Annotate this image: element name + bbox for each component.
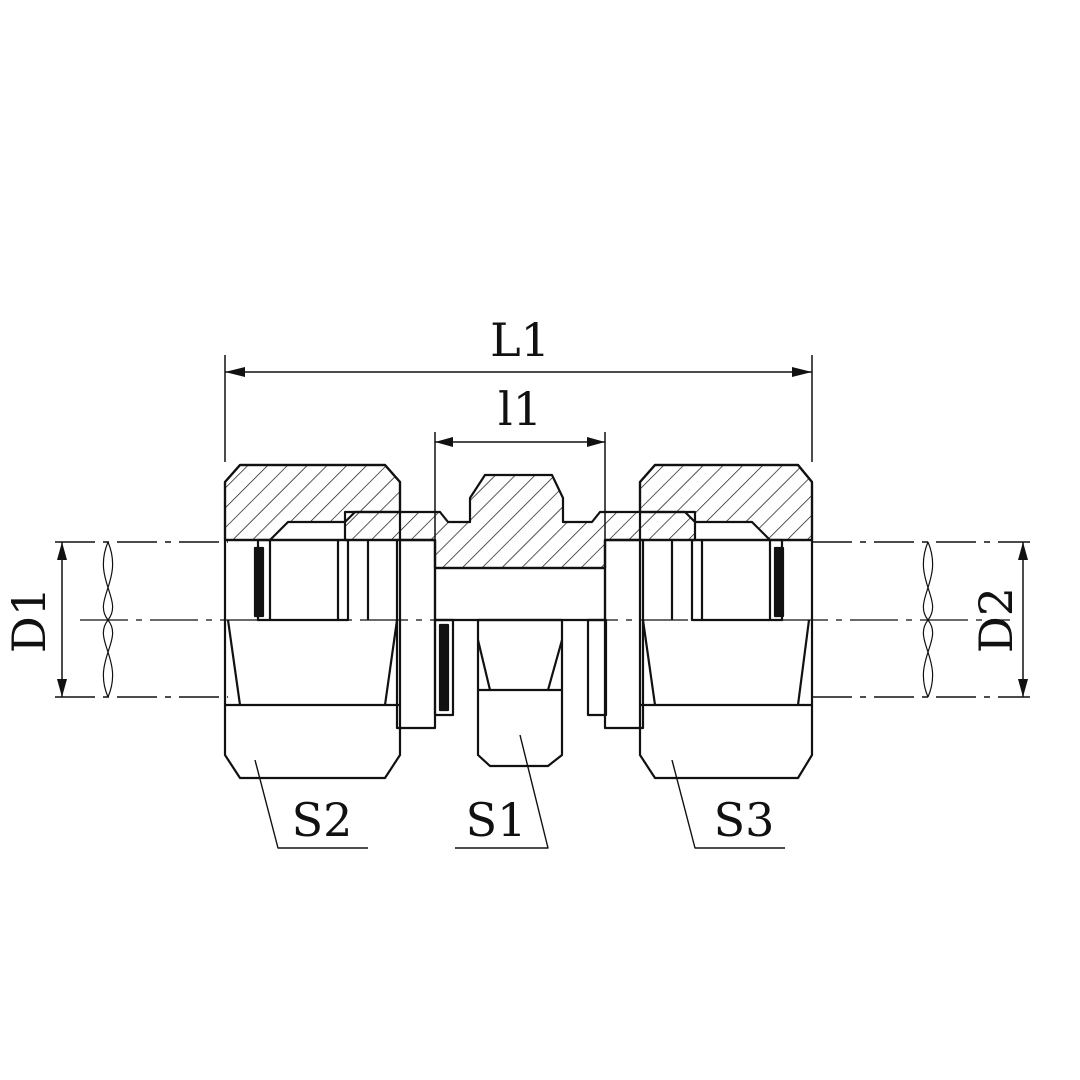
arrow-inner-left-icon (435, 437, 453, 447)
arrow-right-icon (792, 367, 812, 377)
label-d2: D2 (969, 587, 1023, 653)
body-collar-left (433, 618, 455, 717)
label-s1: S1 (466, 793, 527, 847)
arrow-left-icon (225, 367, 245, 377)
arrow-d2-top-icon (1018, 542, 1028, 560)
right-nut (605, 463, 814, 780)
left-ring-band (253, 546, 265, 618)
leader-s2 (254, 759, 368, 849)
body-hex-chamfer-left (476, 639, 492, 691)
arrow-d1-top-icon (57, 542, 67, 560)
arrow-inner-right-icon (587, 437, 605, 447)
label-l1: L1 (490, 313, 550, 367)
left-ring (256, 538, 350, 622)
left-nut (223, 463, 435, 780)
leader-s1 (455, 734, 549, 849)
body-hex (476, 618, 564, 768)
arrow-d1-bottom-icon (57, 679, 67, 697)
arrow-d2-bottom-icon (1018, 679, 1028, 697)
left-nut-outline (223, 463, 402, 780)
right-ring-band (773, 546, 785, 618)
dimension-l1 (224, 355, 813, 462)
label-d1: D1 (2, 587, 56, 653)
left-nut-chamfer-right (383, 619, 399, 706)
body-thread-left (395, 538, 437, 730)
left-nut-chamfer-left (226, 619, 242, 706)
label-s3: S3 (714, 793, 775, 847)
label-s2: S2 (292, 793, 353, 847)
right-nut-chamfer-left (641, 619, 657, 706)
right-nut-chamfer-right (796, 619, 811, 706)
right-ring (690, 538, 784, 622)
leader-lines (254, 734, 785, 849)
body-collar-right (586, 618, 608, 717)
right-nut-outline (638, 463, 814, 780)
body-collar-left-inner (438, 623, 450, 712)
body-thread-right (603, 538, 645, 730)
body-hex-chamfer-right (546, 639, 564, 691)
leader-s3 (671, 759, 785, 849)
union-body (343, 473, 697, 768)
label-l1-inner: l1 (498, 382, 542, 436)
